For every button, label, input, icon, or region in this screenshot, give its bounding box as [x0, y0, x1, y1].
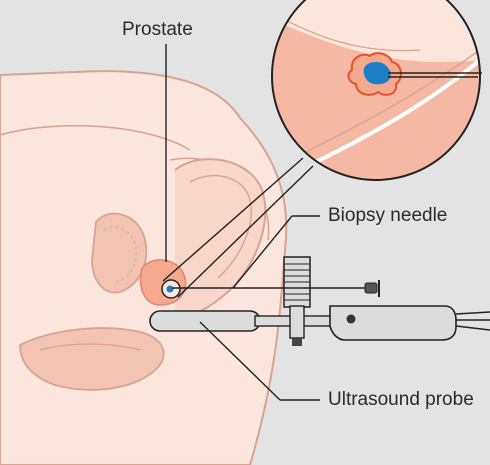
prostate-label: Prostate [122, 19, 193, 40]
tumor-core [363, 62, 391, 85]
leader-zoom-2 [177, 165, 314, 298]
probe-handle [329, 305, 457, 341]
probe-button [346, 314, 356, 324]
guide-knob [292, 338, 302, 346]
urethra [19, 327, 165, 391]
tumor-small [166, 285, 174, 293]
magnified-view-border [271, 0, 481, 181]
probe-shaft [149, 310, 261, 332]
rectum-inner [189, 174, 252, 279]
magnified-view [272, 0, 480, 180]
biopsy-needle-label: Biopsy needle [328, 205, 448, 226]
ultrasound-probe-label: Ultrasound probe [328, 389, 474, 410]
urethra-inner [39, 343, 141, 351]
thigh-outline [0, 124, 191, 151]
leader-probe [199, 321, 281, 401]
leader-zoom-1 [162, 157, 304, 282]
leader-needle [232, 215, 293, 289]
bladder-inner [103, 226, 138, 283]
guide-stem [289, 305, 305, 339]
needle-guide-ridges [284, 263, 310, 301]
probe-cable [455, 311, 490, 331]
needle-hub [364, 282, 378, 294]
